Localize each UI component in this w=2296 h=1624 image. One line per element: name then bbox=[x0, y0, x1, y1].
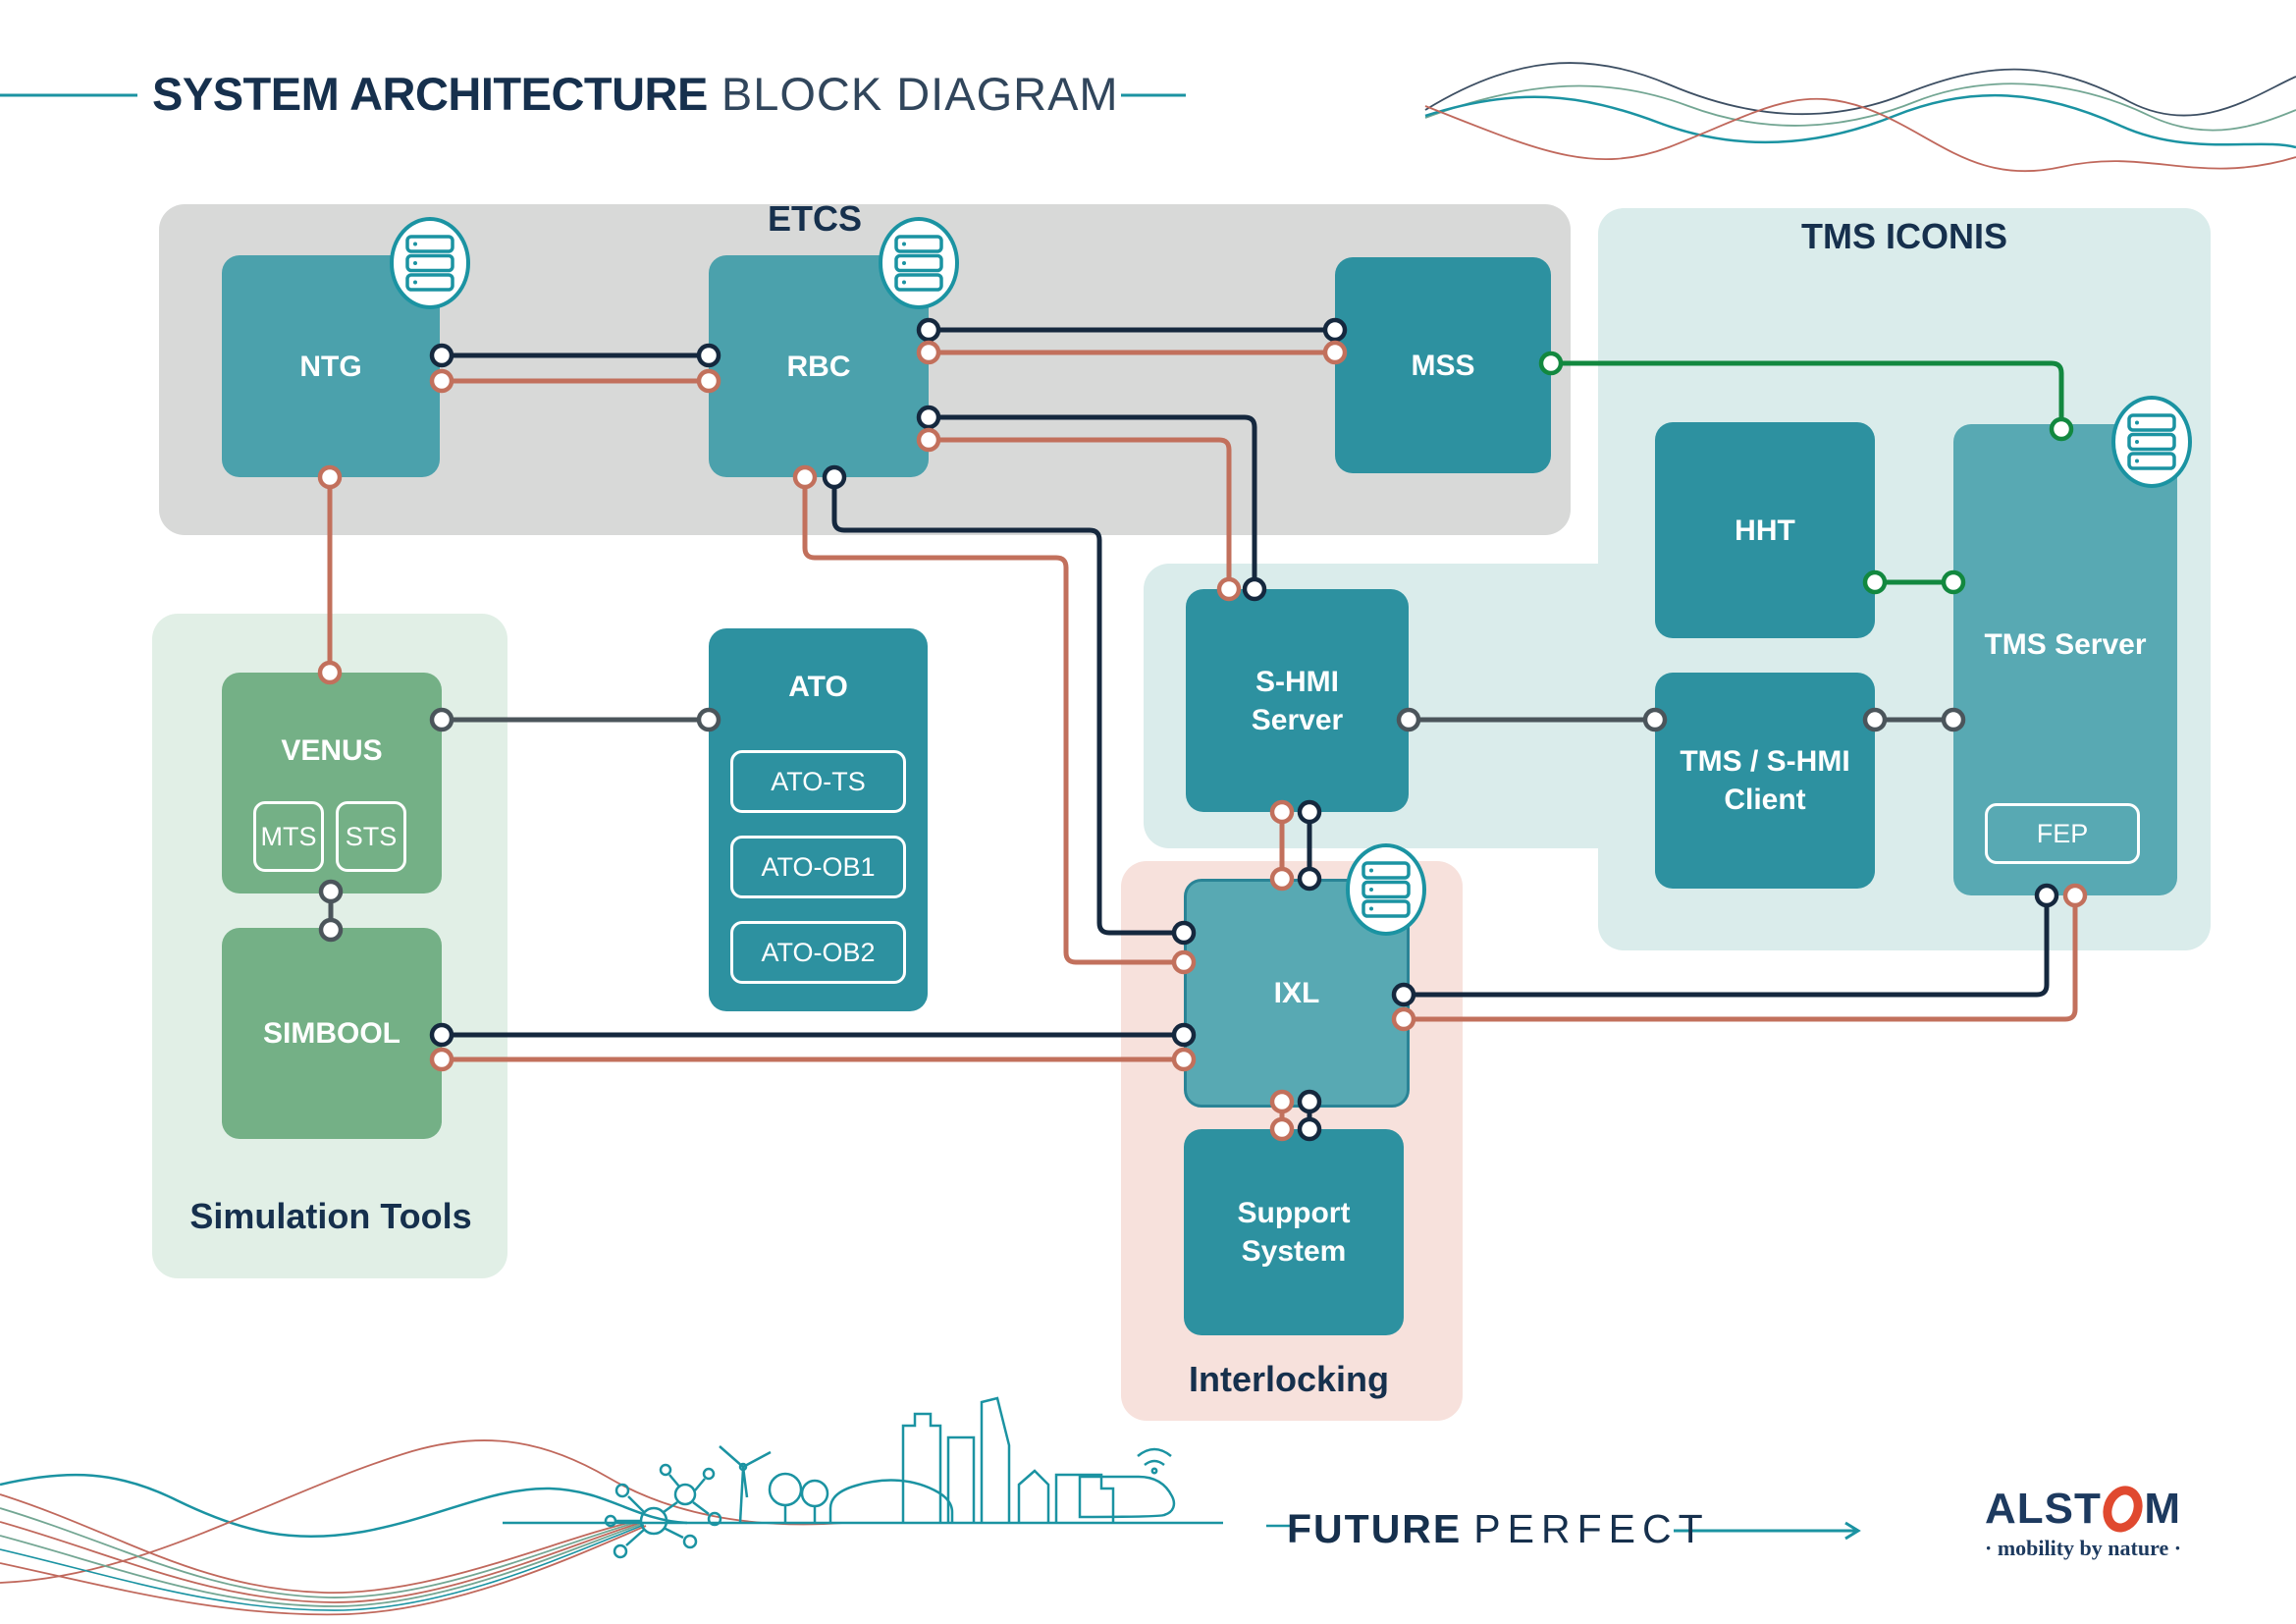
group-label-tms-iconis: TMS ICONIS bbox=[1800, 216, 2007, 256]
node-hht: HHT bbox=[1655, 422, 1875, 638]
slogan-arrow bbox=[1674, 1521, 1861, 1541]
node-hht-label: HHT bbox=[1735, 514, 1795, 547]
alstom-tagline: · mobility by nature · bbox=[1985, 1536, 2182, 1560]
node-ntg: NTG bbox=[222, 255, 440, 477]
group-label-interlocking: Interlocking bbox=[1188, 1359, 1390, 1399]
node-shmi-server: S-HMI Server bbox=[1186, 589, 1409, 812]
node-ato-ob2: ATO-OB2 bbox=[730, 921, 906, 984]
alstom-logo: ALST M · mobility by nature · bbox=[1985, 1480, 2182, 1561]
node-fep-label: FEP bbox=[2036, 818, 2089, 848]
skyline-illustration bbox=[503, 1396, 1290, 1559]
page-title-light: BLOCK DIAGRAM bbox=[721, 68, 1119, 120]
node-mss: MSS bbox=[1335, 257, 1551, 473]
node-mts: MTS bbox=[253, 801, 324, 872]
node-mts-label: MTS bbox=[260, 821, 317, 851]
group-label-simulation-tools: Simulation Tools bbox=[189, 1196, 472, 1236]
node-shmi-server-label: S-HMI Server bbox=[1251, 665, 1344, 736]
node-simbool: SIMBOOL bbox=[222, 928, 442, 1139]
bottom-waves-decoration bbox=[0, 1439, 845, 1616]
node-rbc: RBC bbox=[709, 255, 929, 477]
node-mss-label: MSS bbox=[1411, 349, 1475, 382]
node-venus-label: VENUS bbox=[281, 734, 383, 767]
node-support-system: Support System bbox=[1184, 1129, 1404, 1335]
node-support-system-label: Support System bbox=[1237, 1197, 1351, 1268]
alstom-wordmark: ALST M bbox=[1985, 1480, 2181, 1539]
page-title-bold: SYSTEM ARCHITECTURE bbox=[152, 68, 708, 120]
alstom-wordmark-post: M bbox=[2144, 1485, 2181, 1533]
alstom-o-swirl-icon bbox=[2096, 1480, 2150, 1539]
alstom-wordmark-pre: ALST bbox=[1985, 1485, 2102, 1533]
node-sts-label: STS bbox=[345, 821, 398, 851]
node-simbool-label: SIMBOOL bbox=[263, 1017, 400, 1050]
top-waves-decoration bbox=[1424, 62, 2296, 173]
node-rbc-label: RBC bbox=[786, 350, 851, 383]
node-ntg-label: NTG bbox=[299, 350, 362, 383]
node-ixl: IXL bbox=[1184, 879, 1410, 1108]
node-tms-server: TMS Server bbox=[1953, 424, 2177, 895]
node-ato-ts: ATO-TS bbox=[730, 750, 906, 813]
node-ixl-label: IXL bbox=[1273, 977, 1320, 1009]
slogan-bold: FUTURE bbox=[1287, 1506, 1463, 1551]
node-ato-ob1-label: ATO-OB1 bbox=[761, 851, 876, 882]
node-ato-ob2-label: ATO-OB2 bbox=[761, 937, 876, 967]
group-label-etcs: ETCS bbox=[767, 198, 862, 239]
node-tms-shmi-client: TMS / S-HMI Client bbox=[1655, 673, 1875, 889]
node-fep: FEP bbox=[1985, 803, 2140, 864]
node-tms-shmi-client-label: TMS / S-HMI Client bbox=[1680, 745, 1850, 816]
node-ato-label: ATO bbox=[788, 671, 848, 703]
slogan-light: PERFECT bbox=[1473, 1506, 1710, 1551]
node-sts: STS bbox=[336, 801, 406, 872]
node-tms-server-label: TMS Server bbox=[1984, 628, 2147, 661]
node-ato-ob1: ATO-OB1 bbox=[730, 836, 906, 898]
node-ato-ts-label: ATO-TS bbox=[771, 766, 866, 796]
